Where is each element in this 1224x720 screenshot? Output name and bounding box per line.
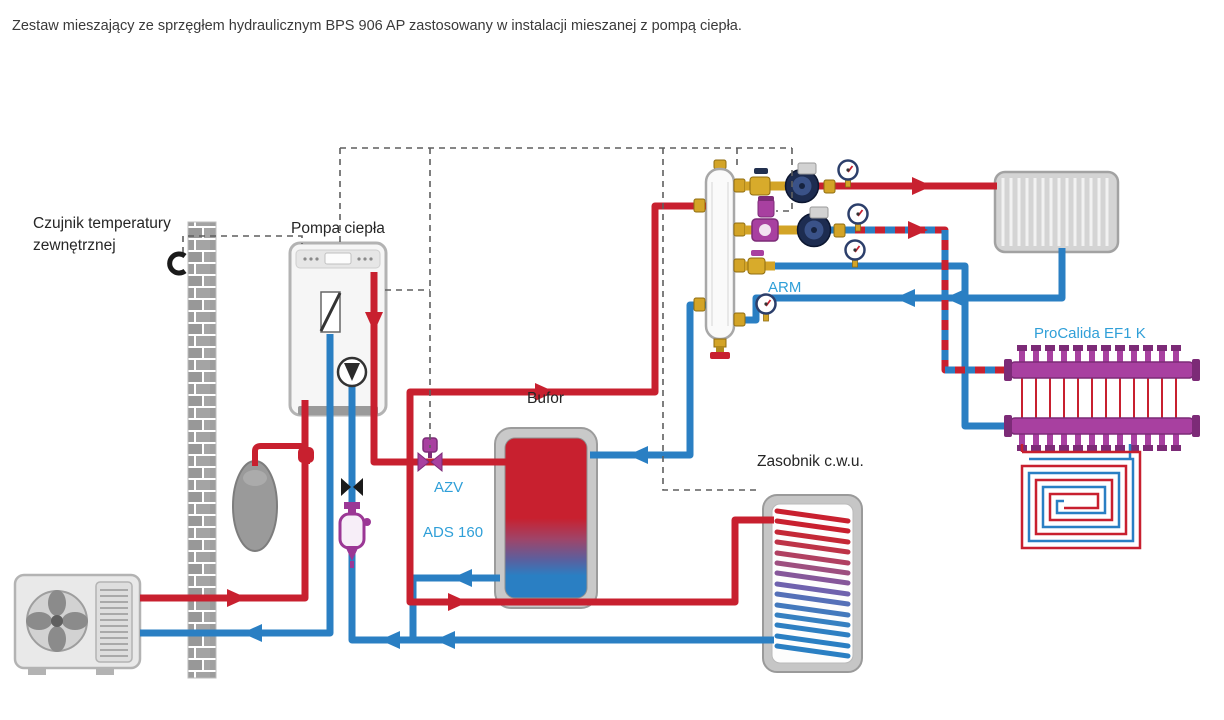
arrow-right <box>227 589 247 607</box>
arrow-left <box>380 631 400 649</box>
drain-valve-icon <box>710 347 730 359</box>
outdoor-supply-pipe <box>140 400 309 602</box>
arrow-right <box>908 221 928 239</box>
arrow-right <box>535 383 555 401</box>
separator-to-buffer-pipe <box>590 301 706 459</box>
check-valve-icon <box>341 478 363 496</box>
circulator-pump-icon <box>336 356 368 388</box>
brick-wall <box>187 221 217 679</box>
system-return-pipe <box>348 386 774 644</box>
floor-heating-manifold <box>1004 345 1200 451</box>
buffer-tank <box>494 427 598 609</box>
dhw-supply-pipe <box>406 462 774 606</box>
outdoor-sensor-label-line1: Czujnik temperatury <box>33 215 171 232</box>
ads-separator <box>338 502 371 568</box>
heat-pump-control-panel <box>295 249 381 269</box>
manifold-return-bar <box>1009 417 1195 435</box>
hydraulic-separator <box>704 159 736 359</box>
arm-label: ARM <box>768 279 801 296</box>
arrow-left <box>242 624 262 642</box>
ads-label: ADS 160 <box>423 524 483 541</box>
wire-to-dhw-sensor <box>662 148 757 491</box>
radiator-return-pipe <box>740 248 1066 324</box>
mixing-valve-actuator <box>757 198 775 218</box>
hp-supply-pipe <box>370 272 507 466</box>
outdoor-sensor-label-line2: zewnętrznej <box>33 237 116 254</box>
control-wiring <box>182 147 793 491</box>
heat-pump-label: Pompa ciepła <box>291 220 385 237</box>
outdoor-temp-sensor-icon <box>167 251 187 276</box>
procalida-label: ProCalida EF1 K <box>1034 325 1146 342</box>
arrow-right <box>448 593 468 611</box>
diagram-caption: Zestaw mieszający ze sprzęgłem hydraulic… <box>12 18 742 34</box>
pump-group-direct <box>745 159 859 204</box>
azv-label: AZV <box>434 479 463 496</box>
valve-lever <box>751 250 764 256</box>
valve-lever <box>754 168 768 174</box>
supply-pipes <box>140 182 997 606</box>
pump-group-mixed <box>745 196 869 248</box>
buffer-label: Bufor <box>527 390 564 407</box>
vessel-tee <box>298 447 314 463</box>
outdoor-return-pipe <box>140 334 334 637</box>
filter-icon <box>319 291 342 333</box>
fan-icon <box>26 590 88 652</box>
expansion-vessel <box>232 460 278 552</box>
ball-valve <box>747 257 766 275</box>
arrow-left <box>452 569 472 587</box>
arrow-left <box>435 631 455 649</box>
flow-arrows <box>227 177 965 649</box>
ball-valve <box>749 176 771 196</box>
floor-loop-return <box>1027 457 1135 543</box>
arrow-right <box>912 177 932 195</box>
heating-supply-pipe <box>406 202 706 462</box>
circulation-pump <box>796 206 832 248</box>
diagram-labels: Czujnik temperatury zewnętrznej Pompa ci… <box>33 215 1146 541</box>
floor-loop-supply <box>1020 450 1142 550</box>
arrow-left <box>628 446 648 464</box>
dhw-label: Zasobnik c.w.u. <box>757 453 864 470</box>
floor-heating-loop <box>1020 444 1142 550</box>
arrow-down <box>365 312 383 332</box>
dhw-coil <box>774 508 851 659</box>
arrow-left <box>895 289 915 307</box>
heat-pump-outdoor-unit <box>13 573 142 675</box>
return-valve-group <box>745 239 866 275</box>
arrow-left <box>945 289 965 307</box>
dhw-tank <box>762 494 863 673</box>
manifold-supply-bar <box>1009 361 1195 379</box>
azv-valve <box>417 437 443 473</box>
radiator <box>993 170 1120 254</box>
buffer-return-pipe <box>409 574 500 640</box>
circulation-pump <box>784 162 820 204</box>
